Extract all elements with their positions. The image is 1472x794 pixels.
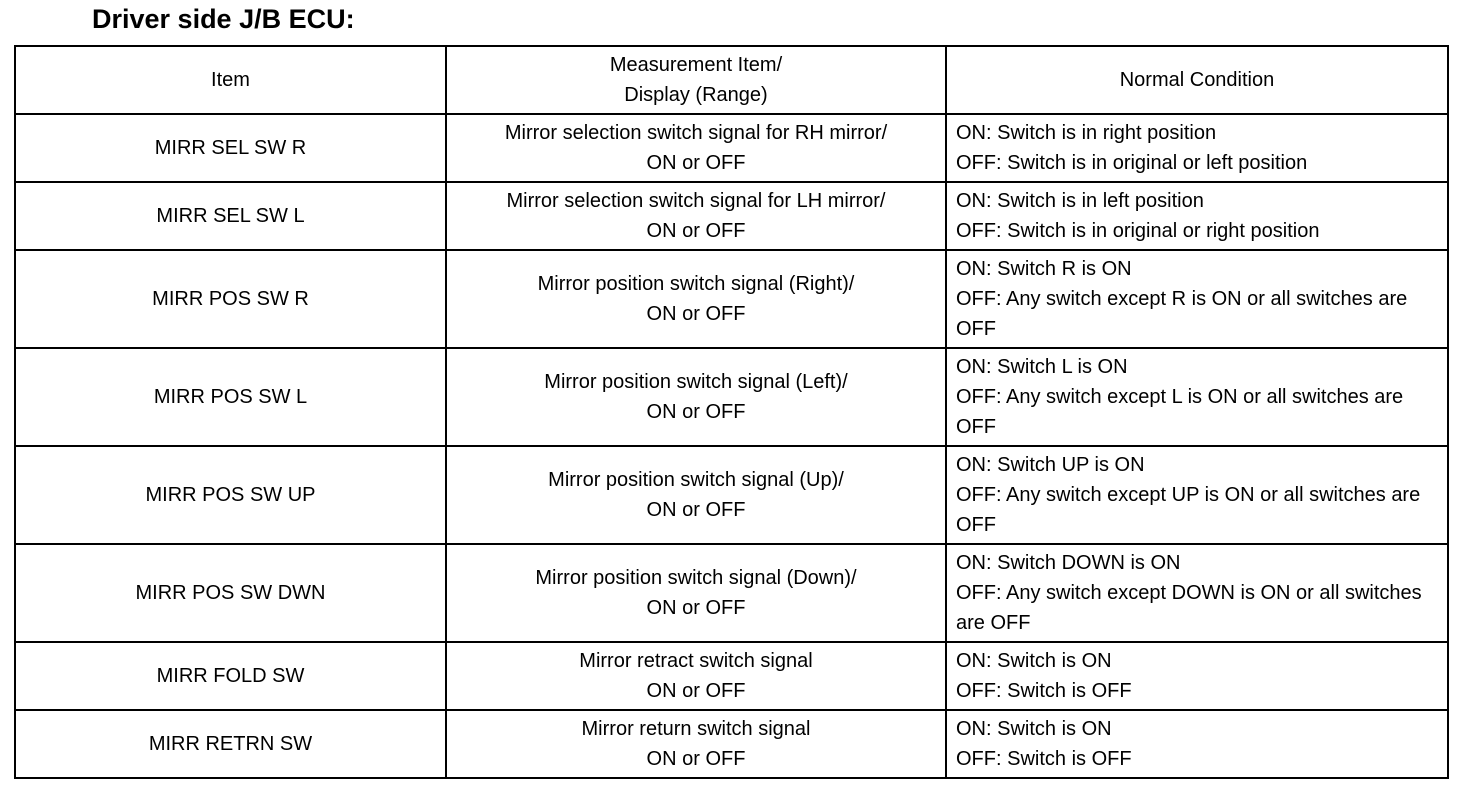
measurement-text: Mirror return switch signal: [581, 718, 811, 740]
condition-on: ON: Switch is ON: [956, 650, 1112, 672]
header-condition-label: Normal Condition: [1119, 69, 1275, 91]
condition-on: ON: Switch DOWN is ON: [956, 552, 1181, 574]
condition-on: ON: Switch L is ON: [956, 356, 1128, 378]
condition-off: OFF: Any switch except L is ON or all sw…: [956, 386, 1404, 438]
table-row: MIRR POS SW R Mirror position switch sig…: [14, 249, 1449, 349]
item-name: MIRR RETRN SW: [148, 733, 313, 755]
item-name: MIRR POS SW UP: [145, 484, 316, 506]
condition-off: OFF: Any switch except UP is ON or all s…: [956, 484, 1421, 536]
condition-cell: ON: Switch is ON OFF: Switch is OFF: [945, 641, 1449, 711]
condition-off: OFF: Switch is OFF: [956, 748, 1132, 770]
table-row: MIRR SEL SW R Mirror selection switch si…: [14, 113, 1449, 183]
measurement-cell: Mirror position switch signal (Left)/ ON…: [445, 347, 947, 447]
item-cell: MIRR FOLD SW: [14, 641, 447, 711]
item-name: MIRR POS SW DWN: [135, 582, 326, 604]
condition-cell: ON: Switch L is ON OFF: Any switch excep…: [945, 347, 1449, 447]
condition-cell: ON: Switch UP is ON OFF: Any switch exce…: [945, 445, 1449, 545]
condition-off: OFF: Any switch except R is ON or all sw…: [956, 288, 1408, 340]
condition-on: ON: Switch is ON: [956, 718, 1112, 740]
measurement-text: Mirror position switch signal (Right)/: [537, 273, 855, 295]
header-item: Item: [14, 45, 447, 115]
condition-off: OFF: Switch is in original or right posi…: [956, 220, 1320, 242]
header-condition: Normal Condition: [945, 45, 1449, 115]
measurement-range: ON or OFF: [646, 401, 746, 423]
table-row: MIRR POS SW DWN Mirror position switch s…: [14, 543, 1449, 643]
item-cell: MIRR POS SW UP: [14, 445, 447, 545]
measurement-cell: Mirror selection switch signal for LH mi…: [445, 181, 947, 251]
item-cell: MIRR SEL SW L: [14, 181, 447, 251]
measurement-text: Mirror selection switch signal for LH mi…: [506, 190, 886, 212]
table-row: MIRR POS SW UP Mirror position switch si…: [14, 445, 1449, 545]
item-cell: MIRR POS SW R: [14, 249, 447, 349]
measurement-text: Mirror position switch signal (Down)/: [535, 567, 857, 589]
condition-on: ON: Switch is in left position: [956, 190, 1204, 212]
header-item-label: Item: [211, 69, 250, 91]
table-row: MIRR POS SW L Mirror position switch sig…: [14, 347, 1449, 447]
condition-on: ON: Switch UP is ON: [956, 454, 1145, 476]
condition-cell: ON: Switch R is ON OFF: Any switch excep…: [945, 249, 1449, 349]
table-row: MIRR RETRN SW Mirror return switch signa…: [14, 709, 1449, 779]
measurement-cell: Mirror selection switch signal for RH mi…: [445, 113, 947, 183]
header-measurement-line2: Display (Range): [624, 84, 768, 106]
measurement-cell: Mirror return switch signal ON or OFF: [445, 709, 947, 779]
measurement-cell: Mirror retract switch signal ON or OFF: [445, 641, 947, 711]
measurement-text: Mirror selection switch signal for RH mi…: [504, 122, 888, 144]
measurement-cell: Mirror position switch signal (Right)/ O…: [445, 249, 947, 349]
condition-off: OFF: Switch is OFF: [956, 680, 1132, 702]
measurement-range: ON or OFF: [646, 303, 746, 325]
condition-on: ON: Switch R is ON: [956, 258, 1132, 280]
data-list-table: Item Measurement Item/ Display (Range) N…: [14, 45, 1449, 779]
item-name: MIRR POS SW R: [152, 288, 309, 310]
header-measurement-line1: Measurement Item/: [609, 54, 783, 76]
item-name: MIRR SEL SW L: [156, 205, 305, 227]
measurement-text: Mirror position switch signal (Left)/: [544, 371, 848, 393]
header-row: Item Measurement Item/ Display (Range) N…: [14, 45, 1449, 115]
condition-cell: ON: Switch is in right position OFF: Swi…: [945, 113, 1449, 183]
item-cell: MIRR SEL SW R: [14, 113, 447, 183]
condition-off: OFF: Switch is in original or left posit…: [956, 152, 1308, 174]
measurement-range: ON or OFF: [646, 499, 746, 521]
item-name: MIRR FOLD SW: [156, 665, 305, 687]
measurement-text: Mirror position switch signal (Up)/: [548, 469, 844, 491]
measurement-cell: Mirror position switch signal (Down)/ ON…: [445, 543, 947, 643]
header-measurement: Measurement Item/ Display (Range): [445, 45, 947, 115]
measurement-range: ON or OFF: [646, 680, 746, 702]
page-title: Driver side J/B ECU:: [92, 4, 355, 34]
table-row: MIRR SEL SW L Mirror selection switch si…: [14, 181, 1449, 251]
condition-on: ON: Switch is in right position: [956, 122, 1217, 144]
condition-off: OFF: Any switch except DOWN is ON or all…: [956, 582, 1422, 634]
condition-cell: ON: Switch is in left position OFF: Swit…: [945, 181, 1449, 251]
condition-cell: ON: Switch DOWN is ON OFF: Any switch ex…: [945, 543, 1449, 643]
item-name: MIRR SEL SW R: [154, 137, 307, 159]
item-cell: MIRR POS SW L: [14, 347, 447, 447]
item-cell: MIRR POS SW DWN: [14, 543, 447, 643]
measurement-range: ON or OFF: [646, 748, 746, 770]
measurement-range: ON or OFF: [646, 597, 746, 619]
item-name: MIRR POS SW L: [153, 386, 308, 408]
measurement-range: ON or OFF: [646, 152, 746, 174]
table-row: MIRR FOLD SW Mirror retract switch signa…: [14, 641, 1449, 711]
item-cell: MIRR RETRN SW: [14, 709, 447, 779]
measurement-range: ON or OFF: [646, 220, 746, 242]
measurement-cell: Mirror position switch signal (Up)/ ON o…: [445, 445, 947, 545]
measurement-text: Mirror retract switch signal: [579, 650, 813, 672]
condition-cell: ON: Switch is ON OFF: Switch is OFF: [945, 709, 1449, 779]
